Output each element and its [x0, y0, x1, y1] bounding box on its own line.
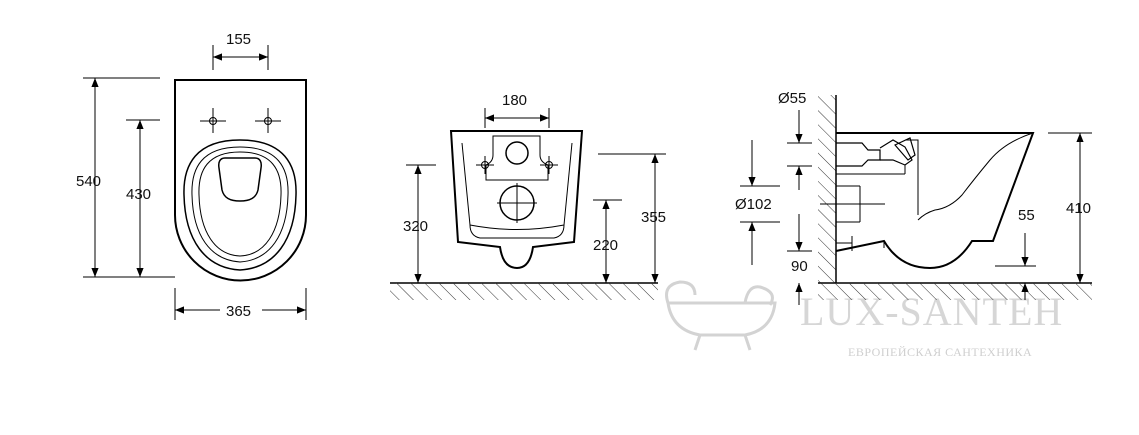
side-view: [740, 95, 1092, 305]
bowl-opening: [218, 157, 262, 202]
dim-length: 540: [76, 173, 101, 190]
dim-height-320: 320: [403, 218, 428, 235]
bowl-outline-side: [835, 132, 1035, 270]
bowl-outline-top: [174, 79, 307, 282]
mount-bolt-right: [540, 156, 558, 174]
floor-hatch-side: [818, 283, 1092, 300]
dim-diameter-102: Ø102: [735, 196, 772, 213]
water-inlet: [505, 141, 529, 165]
dim-height-220: 220: [593, 237, 618, 254]
dim-diameter-55: Ø55: [778, 90, 806, 107]
dim-seat-hole-spacing: 155: [226, 31, 251, 48]
dim-height-55: 55: [1018, 207, 1035, 224]
wall-hatch: [818, 95, 836, 283]
seat-mount-hole-left: [200, 108, 226, 133]
dim-height-90: 90: [791, 258, 808, 275]
watermark-tagline: ЕВРОПЕЙСКАЯ САНТЕХНИКА: [848, 345, 1032, 359]
dim-height-355: 355: [641, 209, 666, 226]
mount-bolt-left: [476, 156, 494, 174]
floor-hatch-rear: [390, 283, 658, 300]
seat-rim: [183, 139, 297, 271]
dim-height-410: 410: [1066, 200, 1091, 217]
bowl-outline-rear: [449, 130, 584, 270]
seat-mount-hole-right: [255, 108, 281, 133]
dim-bolt-spacing: 180: [502, 92, 527, 109]
dim-width: 365: [226, 303, 251, 320]
top-view: [83, 45, 307, 320]
rear-view: [390, 108, 666, 300]
dim-hole-to-front: 430: [126, 186, 151, 203]
bathtub-logo-icon: [665, 280, 777, 351]
